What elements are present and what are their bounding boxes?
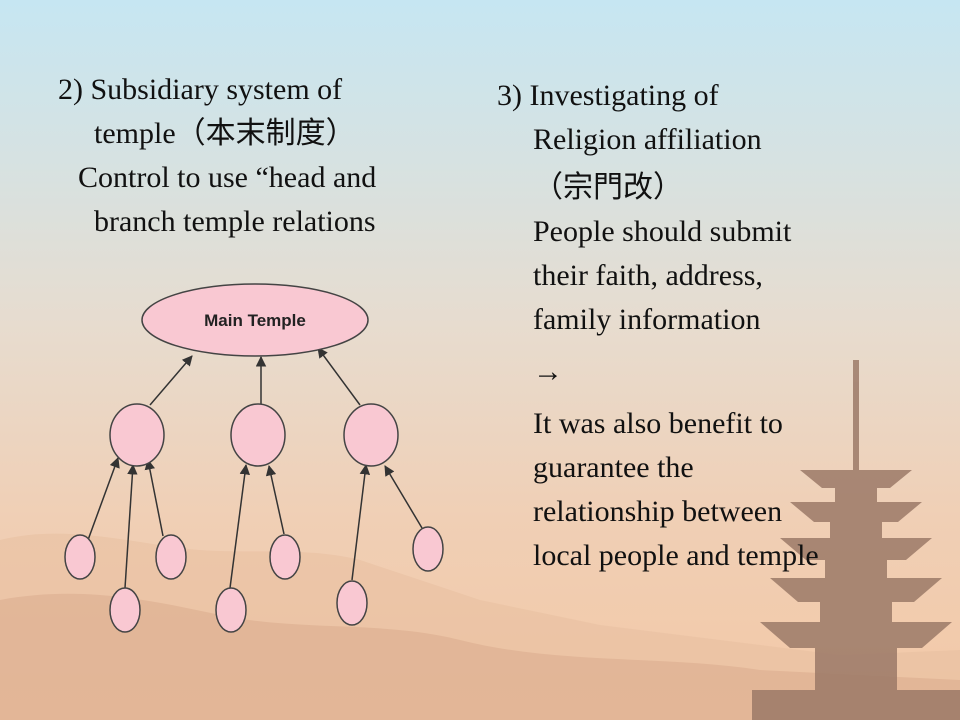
main-temple-label: Main Temple bbox=[204, 311, 306, 330]
benefit-para-line3: relationship between bbox=[533, 495, 783, 528]
main-temple-node bbox=[141, 283, 369, 357]
investigation-heading-line3: （宗門改） bbox=[533, 171, 683, 204]
sub-temple-node-2 bbox=[109, 587, 141, 633]
branch-temple-node-2 bbox=[230, 403, 286, 467]
hierarchy-arrows bbox=[87, 347, 423, 589]
sub-temple-node-5 bbox=[269, 534, 301, 580]
arrow-right-icon: → bbox=[533, 355, 563, 388]
arrow-sub5-to-branch2 bbox=[265, 464, 285, 535]
pagoda-silhouette bbox=[752, 360, 960, 720]
subsidiary-heading-line2: temple（本末制度） bbox=[94, 117, 356, 150]
benefit-para-line4: local people and temple bbox=[533, 539, 819, 572]
arrow-sub2-to-branch1 bbox=[124, 463, 138, 589]
arrow-branch3-to-main bbox=[317, 347, 361, 406]
branch-temple-node-3 bbox=[343, 403, 399, 467]
sub-temple-node-4 bbox=[215, 587, 247, 633]
benefit-para-line1: It was also benefit to bbox=[533, 407, 783, 440]
right-text-block: 3) Investigating of Religion affiliation… bbox=[497, 74, 917, 578]
left-text-block: 2) Subsidiary system of temple（本末制度） Con… bbox=[58, 68, 458, 244]
sub-temple-node-1 bbox=[64, 534, 96, 580]
branch-temple-node-1 bbox=[109, 403, 165, 467]
arrow-sub7-to-branch3 bbox=[384, 465, 423, 529]
submit-para-line3: family information bbox=[533, 303, 761, 336]
sub-temple-node-3 bbox=[155, 534, 187, 580]
investigation-heading-line1: 3) Investigating of bbox=[497, 79, 719, 112]
sub-temple-node-7 bbox=[412, 526, 444, 572]
subsidiary-body-line2: branch temple relations bbox=[94, 205, 376, 238]
arrow-sub6-to-branch3 bbox=[351, 463, 371, 581]
investigation-heading-line2: Religion affiliation bbox=[533, 123, 762, 156]
subsidiary-heading-line1: 2) Subsidiary system of bbox=[58, 73, 343, 106]
submit-para-line1: People should submit bbox=[533, 215, 792, 248]
arrow-sub1-to-branch1 bbox=[87, 457, 120, 541]
arrow-sub3-to-branch1 bbox=[144, 458, 164, 537]
sub-temple-node-6 bbox=[336, 580, 368, 626]
subsidiary-body-line1: Control to use “head and bbox=[78, 161, 377, 194]
benefit-para-line2: guarantee the bbox=[533, 451, 694, 484]
submit-para-line2: their faith, address, bbox=[533, 259, 763, 292]
arrow-sub4-to-branch2 bbox=[229, 463, 250, 589]
arrow-branch1-to-main bbox=[149, 355, 193, 406]
